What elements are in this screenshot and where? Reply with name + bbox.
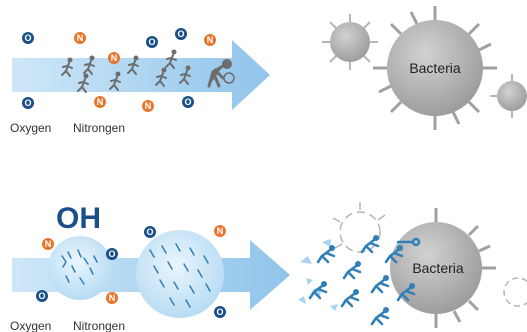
runner-figure: [127, 55, 139, 75]
bacteria-cell: [373, 6, 497, 130]
runner-figure: [77, 73, 89, 93]
oxygen-atom: O: [175, 28, 187, 40]
svg-text:O: O: [108, 249, 115, 259]
oxygen-atom: O: [22, 97, 34, 109]
attacker-figure: [360, 235, 380, 254]
svg-text:O: O: [184, 97, 191, 107]
attacker-figure: [396, 283, 416, 302]
oxygen-atom: O: [22, 32, 34, 44]
nitrogen-atom: N: [42, 238, 54, 250]
oh-molecules: [61, 243, 211, 308]
nitrogen-atom: N: [108, 52, 120, 64]
top-runners: [61, 49, 235, 93]
bacteria-label: Bacteria: [409, 60, 461, 76]
runner-figure: [61, 57, 73, 77]
svg-text:N: N: [111, 53, 118, 63]
legend-nitrogen-label: Nitrongen: [73, 121, 125, 135]
oxygen-atom: O: [214, 306, 226, 318]
svg-text:O: O: [24, 98, 31, 108]
nitrogen-atom: N: [94, 96, 106, 108]
oh-bubble: [48, 236, 112, 300]
svg-text:N: N: [77, 33, 84, 43]
top-flow-arrow: [12, 40, 270, 110]
small-virus: [503, 277, 527, 307]
oxygen-atom: O: [36, 290, 48, 302]
svg-text:O: O: [38, 291, 45, 301]
svg-text:O: O: [148, 37, 155, 47]
tired-runner-figure: [207, 59, 235, 88]
attacker-figure: [342, 261, 362, 280]
attacking-oh-figures: [308, 235, 421, 326]
attacker-figure: [308, 281, 328, 300]
attacker-figure: [370, 275, 390, 294]
svg-text:O: O: [146, 227, 153, 237]
svg-text:O: O: [24, 33, 31, 43]
runner-figure: [155, 67, 167, 87]
broken-virus: [332, 202, 386, 253]
bottom-panel: OH N O O N O N O Oxygen Nitrongen: [10, 202, 527, 332]
small-virus: [322, 14, 378, 70]
nitrogen-atom: N: [106, 292, 118, 304]
runner-figure: [165, 49, 177, 69]
svg-text:O: O: [177, 29, 184, 39]
nitrogen-atom: N: [214, 225, 226, 237]
runner-figure: [83, 55, 95, 75]
runner-figure: [179, 65, 191, 85]
legend-nitrogen-label: Nitrongen: [73, 319, 125, 332]
oxygen-atom: O: [182, 96, 194, 108]
oxygen-atom: O: [144, 226, 156, 238]
oxygen-atom: O: [106, 248, 118, 260]
attacker-figure: [340, 289, 360, 308]
svg-text:N: N: [109, 293, 116, 303]
svg-text:N: N: [45, 239, 52, 249]
attacker-figure: [384, 245, 404, 264]
nitrogen-atom: N: [204, 34, 216, 46]
attacker-figure: [370, 307, 390, 326]
svg-text:N: N: [207, 35, 214, 45]
svg-text:O: O: [216, 307, 223, 317]
nitrogen-atom: N: [142, 100, 154, 112]
attacker-figure: [316, 245, 336, 264]
svg-text:N: N: [145, 101, 152, 111]
legend-oxygen-label: Oxygen: [10, 121, 51, 135]
top-panel: O N O N O N O N N O Oxygen Nitrongen: [10, 6, 527, 135]
oh-bubble: [136, 230, 224, 318]
svg-text:N: N: [217, 226, 224, 236]
bacteria-label: Bacteria: [412, 260, 464, 276]
small-virus: [490, 74, 527, 118]
nitrogen-atom: N: [74, 32, 86, 44]
oh-title: OH: [56, 202, 101, 235]
oxygen-atom: O: [146, 36, 158, 48]
svg-text:N: N: [97, 97, 104, 107]
runner-figure: [109, 71, 121, 91]
legend-oxygen-label: Oxygen: [10, 319, 51, 332]
